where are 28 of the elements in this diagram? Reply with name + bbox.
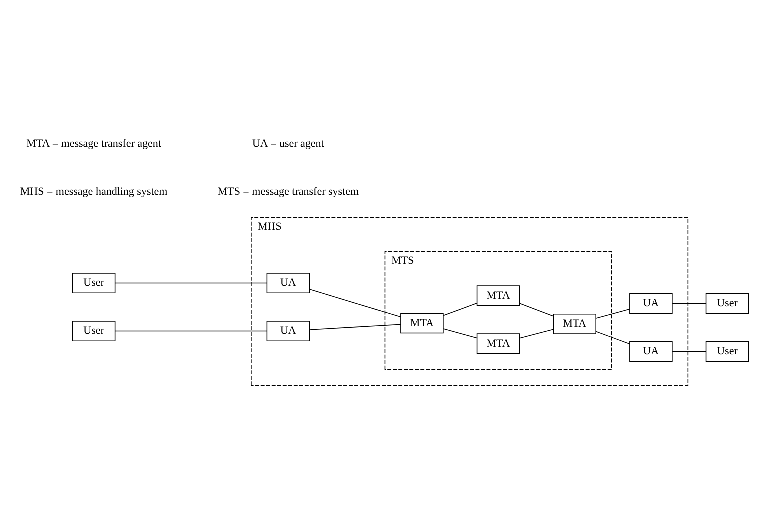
node-box: UA — [266, 321, 310, 342]
node-box: User — [72, 321, 116, 342]
connector — [596, 308, 630, 319]
connector — [309, 324, 402, 330]
connector — [115, 282, 268, 284]
node-box: UA — [630, 342, 673, 362]
label: MHS = message handling system — [20, 186, 168, 198]
connector — [596, 331, 630, 345]
node-box: User — [706, 342, 750, 362]
node-box: MTA — [476, 286, 520, 306]
label: MTA = message transfer agent — [26, 138, 162, 150]
connector — [309, 289, 402, 318]
label: MTS = message transfer system — [218, 186, 360, 198]
connector — [115, 330, 268, 332]
connector — [520, 329, 554, 339]
connector — [443, 303, 478, 316]
connector — [672, 351, 707, 352]
node-box: UA — [630, 294, 673, 314]
connector — [672, 303, 707, 304]
connector — [443, 328, 478, 339]
node-box: User — [72, 273, 116, 294]
node-box: MTA — [553, 314, 596, 334]
node-box: MTA — [400, 313, 444, 334]
node-box: User — [706, 294, 750, 314]
node-box: UA — [266, 273, 310, 294]
node-box: MTA — [476, 334, 520, 354]
label: UA = user agent — [252, 138, 324, 150]
connector — [520, 303, 554, 317]
